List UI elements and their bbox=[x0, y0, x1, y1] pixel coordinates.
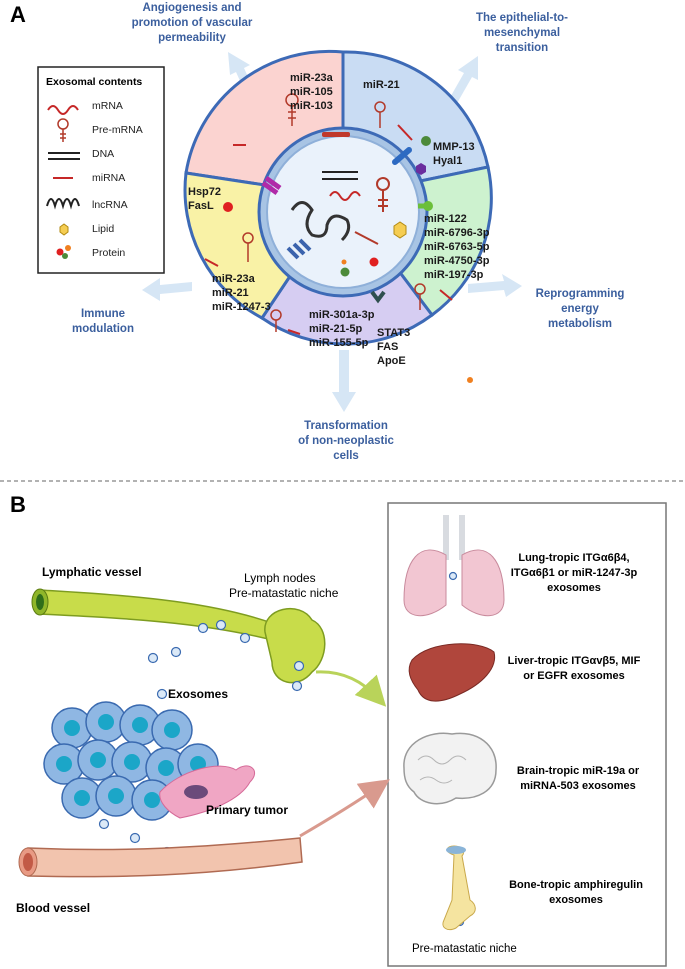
seg-trans-protein-0: STAT3 bbox=[377, 327, 410, 339]
mirna-icon bbox=[354, 231, 379, 245]
title-emt-2: mesenchymal bbox=[484, 27, 560, 39]
dna-icon bbox=[322, 171, 358, 180]
exosomes-label: Exosomes bbox=[168, 687, 228, 701]
title-emt-3: transition bbox=[496, 42, 548, 54]
seg-trans-protein-2: ApoE bbox=[377, 355, 406, 367]
legend-title: Exosomal contents bbox=[46, 76, 142, 88]
seg-immune-protein-0: Hsp72 bbox=[188, 186, 221, 198]
seg-meta-4: miR-197-3p bbox=[424, 269, 484, 281]
seg-angio-0: miR-23a bbox=[290, 72, 334, 84]
seg-immune-mirna-1: miR-21 bbox=[212, 287, 249, 299]
seg-angio-2: miR-103 bbox=[290, 100, 333, 112]
primary-tumor-illustration bbox=[43, 701, 256, 821]
lung-text-2: ITGα6β1 or miR-1247-3p bbox=[511, 567, 638, 579]
protein-icon bbox=[56, 248, 64, 256]
title-reprogramming-2: energy bbox=[561, 303, 599, 315]
seg-immune-mirna-2: miR-1247-3 bbox=[212, 301, 271, 313]
seg-meta-1: miR-6796-3p bbox=[424, 227, 490, 239]
liver-text-2: or EGFR exosomes bbox=[523, 670, 624, 682]
pre-mrna-icon bbox=[378, 190, 388, 212]
blood-vessel-label: Blood vessel bbox=[16, 901, 90, 915]
seg-emt-protein-0: MMP-13 bbox=[433, 141, 475, 153]
title-transformation-3: cells bbox=[333, 450, 359, 462]
mrna-icon bbox=[47, 105, 79, 115]
brain-icon bbox=[403, 732, 497, 805]
liver-icon bbox=[408, 643, 496, 702]
brain-text-1: Brain-tropic miR-19a or bbox=[517, 765, 640, 777]
legend-icons bbox=[46, 105, 80, 259]
title-angiogenesis-1: Angiogenesis and bbox=[142, 2, 241, 14]
lymph-nodes-label-1: Lymph nodes bbox=[244, 571, 316, 585]
legend-label-mrna: mRNA bbox=[92, 100, 123, 112]
legend-label-mirna: miRNA bbox=[92, 172, 125, 184]
title-transformation-2: of non-neoplastic bbox=[298, 435, 394, 447]
legend-label-protein: Protein bbox=[92, 247, 125, 259]
lymph-nodes-label-2: Pre-matastatic niche bbox=[229, 586, 339, 600]
arrow-transformation bbox=[332, 350, 356, 412]
seg-trans-mirna-0: miR-301a-3p bbox=[309, 309, 375, 321]
seg-meta-2: miR-6763-5p bbox=[424, 241, 490, 253]
seg-immune-mirna-0: miR-23a bbox=[212, 273, 256, 285]
legend-label-dna: DNA bbox=[92, 148, 114, 160]
blood-to-organ-arrow bbox=[299, 779, 390, 838]
brain-text-2: miRNA-503 exosomes bbox=[520, 780, 636, 792]
lymph-node bbox=[264, 607, 326, 684]
arrow-reprogramming bbox=[468, 274, 522, 297]
seg-meta-0: miR-122 bbox=[424, 213, 467, 225]
seg-immune-protein-1: FasL bbox=[188, 200, 214, 212]
arrow-immune bbox=[142, 278, 192, 301]
seg-trans-mirna-1: miR-21-5p bbox=[309, 323, 362, 335]
title-emt-1: The epithelial-to- bbox=[476, 12, 568, 24]
legend-label-pre-mrna: Pre-mRNA bbox=[92, 124, 143, 136]
membrane-proteins bbox=[261, 132, 433, 304]
title-reprogramming-1: Reprogramming bbox=[536, 288, 625, 300]
bone-icon bbox=[442, 845, 476, 931]
panel-b-letter: B bbox=[10, 492, 26, 517]
lymph-to-organ-arrow bbox=[315, 670, 387, 707]
primary-tumor-label: Primary tumor bbox=[206, 803, 288, 817]
seg-trans-mirna-2: miR-155-5p bbox=[309, 337, 369, 349]
blood-vessel-illustration bbox=[18, 837, 303, 878]
lipid-icon bbox=[59, 223, 69, 236]
liver-text-1: Liver-tropic ITGαvβ5, MIF bbox=[508, 655, 641, 667]
seg-emt-protein-1: Hyal1 bbox=[433, 155, 462, 167]
seg-trans-protein-1: FAS bbox=[377, 341, 398, 353]
seg-meta-3: miR-4750-3p bbox=[424, 255, 490, 267]
seg-emt-mirna-0: miR-21 bbox=[363, 79, 400, 91]
lymphatic-vessel-illustration bbox=[31, 588, 326, 684]
lung-text-1: Lung-tropic ITGα6β4, bbox=[518, 552, 629, 564]
niche-caption: Pre-matastatic niche bbox=[412, 943, 517, 955]
lymphatic-vessel-label: Lymphatic vessel bbox=[42, 565, 142, 579]
exosome-contents bbox=[290, 171, 407, 277]
title-reprogramming-3: metabolism bbox=[548, 318, 612, 330]
title-immune-2: modulation bbox=[72, 323, 134, 335]
bone-text-1: Bone-tropic amphiregulin bbox=[509, 879, 643, 891]
panel-a-letter: A bbox=[10, 2, 26, 27]
mrna-icon bbox=[329, 191, 361, 201]
title-angiogenesis-2: promotion of vascular bbox=[132, 17, 253, 29]
title-transformation-1: Transformation bbox=[304, 420, 388, 432]
lncrna-icon bbox=[290, 201, 351, 242]
dna-icon bbox=[48, 152, 80, 160]
lncrna-icon bbox=[46, 198, 80, 210]
bone-text-2: exosomes bbox=[549, 894, 603, 906]
legend-box bbox=[37, 66, 165, 274]
seg-angio-1: miR-105 bbox=[290, 86, 333, 98]
lipid-icon bbox=[393, 221, 407, 239]
title-angiogenesis-3: permeability bbox=[158, 32, 226, 44]
protein-icon bbox=[369, 257, 379, 267]
lung-text-3: exosomes bbox=[547, 582, 601, 594]
title-immune-1: Immune bbox=[81, 308, 125, 320]
legend-label-lncrna: lncRNA bbox=[92, 199, 128, 211]
lung-icon bbox=[403, 515, 505, 617]
legend-label-lipid: Lipid bbox=[92, 223, 114, 235]
